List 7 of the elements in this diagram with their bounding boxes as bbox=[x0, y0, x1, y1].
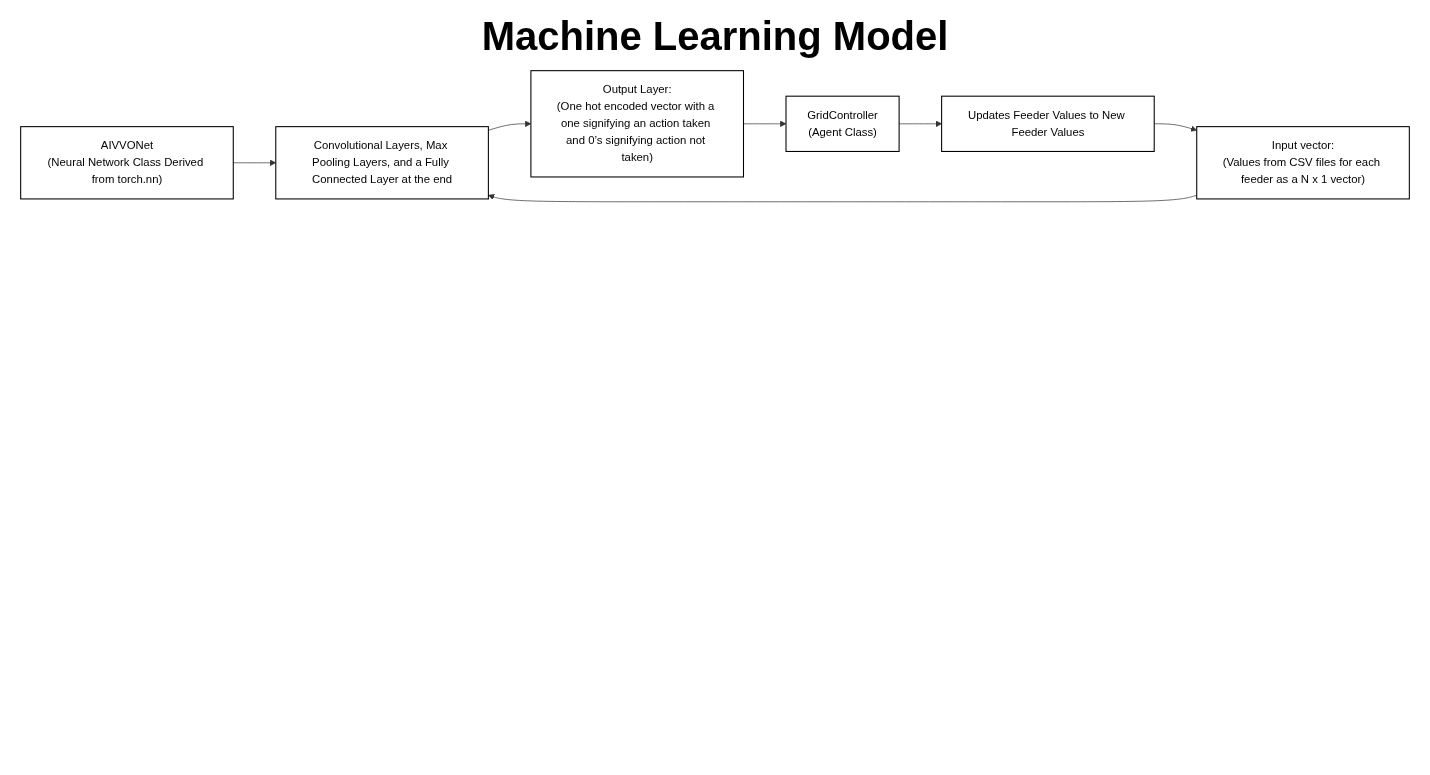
node-box: Output Layer: (One hot encoded vector with a one signifying an action taken and 0’s signifying action not taken) bbox=[530, 70, 744, 178]
node-box: Updates Feeder Values to New Feeder Values bbox=[941, 95, 1155, 152]
node-box: AIVVONet (Neural Network Class Derived from torch.nn) bbox=[20, 126, 234, 200]
diagram-title: Machine Learning Model bbox=[480, 14, 950, 59]
node-box: Convolutional Layers, Max Pooling Layers, and a Fully Connected Layer at the end bbox=[275, 126, 489, 200]
node-box: GridController (Agent Class) bbox=[785, 95, 900, 152]
node-box: Input vector: (Values from CSV files for each feeder as a N x 1 vector) bbox=[1196, 126, 1410, 200]
